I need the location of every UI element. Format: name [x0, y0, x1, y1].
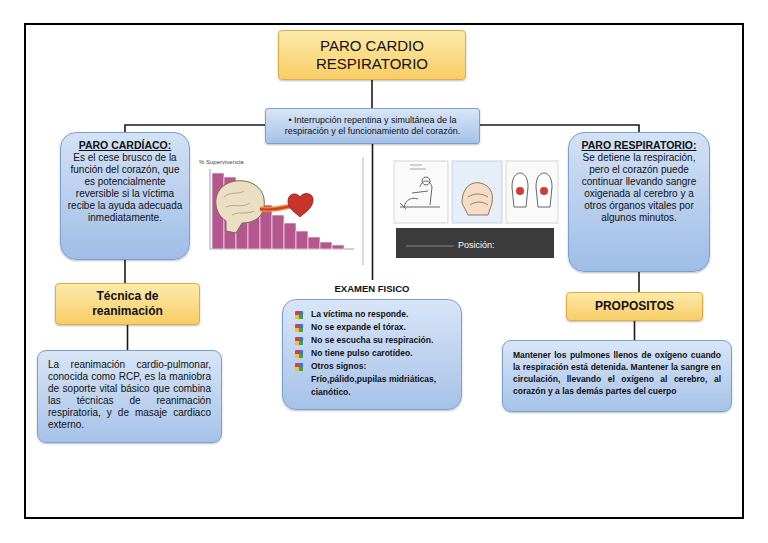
bubble-body: Se detiene la respiración, pero el coraz… — [575, 152, 703, 224]
concept-bubble: PARO RESPIRATORIO:Se detiene la respirac… — [568, 132, 710, 272]
box-text: Mantener los pulmones llenos de oxígeno … — [513, 349, 721, 397]
axis-title: % Supervivencia — [199, 159, 244, 165]
divider-line — [361, 157, 365, 265]
bullet-icon — [295, 324, 303, 332]
connector-line — [372, 144, 374, 280]
definition-text: • Interrupción repentina y simultánea de… — [274, 115, 471, 137]
exam-list-box: La víctima no responde.No se expande el … — [282, 299, 462, 410]
section-label: PROPOSITOS — [566, 292, 703, 321]
exam-item: La víctima no responde. — [311, 308, 453, 321]
box-text: La reanimación cardio-pulmonar, conocida… — [48, 359, 211, 431]
exam-item: No se expande el tórax. — [311, 321, 453, 334]
bubble-heading: PARO RESPIRATORIO: — [575, 139, 703, 152]
bullet-icon — [295, 363, 303, 371]
concept-bubble: PARO CARDÍACO:Es el cese brusco de la fu… — [60, 132, 190, 260]
exam-item: No se escucha su respiración. — [311, 334, 453, 347]
figure-caption: Posición: — [458, 240, 495, 250]
exam-item: Otros signos: — [311, 360, 453, 373]
text-box: Mantener los pulmones llenos de oxígeno … — [502, 340, 732, 412]
exam-heading: EXAMEN FISICO — [282, 283, 462, 299]
connector-line — [480, 125, 639, 132]
section-text: PROPOSITOS — [595, 299, 674, 314]
definition-box: • Interrupción repentina y simultánea de… — [265, 108, 480, 144]
section-text: Técnica de reanimación — [64, 289, 191, 319]
survival-chart — [196, 157, 364, 265]
title-box: PARO CARDIO RESPIRATORIO — [278, 30, 466, 80]
bullet-icon — [295, 337, 303, 345]
connector-line — [634, 321, 636, 340]
connector-line — [125, 125, 265, 132]
connector-line — [124, 260, 126, 283]
bullet-icon — [295, 350, 303, 358]
connector-line — [638, 272, 640, 292]
bubble-heading: PARO CARDÍACO: — [67, 139, 183, 152]
exam-item: Frío,pálido,pupilas midriáticas, cianóti… — [311, 373, 453, 399]
section-label: Técnica de reanimación — [55, 283, 200, 325]
connector-line — [127, 325, 129, 350]
title-text: PARO CARDIO RESPIRATORIO — [287, 37, 457, 73]
text-box: La reanimación cardio-pulmonar, conocida… — [37, 350, 222, 443]
bullet-icon — [295, 311, 303, 319]
bubble-body: Es el cese brusco de la función del cora… — [67, 152, 183, 224]
connector-line — [371, 80, 373, 108]
exam-item: No tiene pulso carotídeo. — [311, 347, 453, 360]
exam-group: EXAMEN FISICOLa víctima no responde.No s… — [282, 280, 462, 410]
